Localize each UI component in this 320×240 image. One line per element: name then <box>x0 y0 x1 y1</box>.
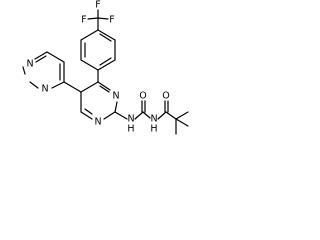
bond-core-to-nh <box>114 111 128 120</box>
atom-labels: F F F N N N N N H N H O O <box>26 0 169 135</box>
fluorine-top-label: F <box>95 0 100 11</box>
bond-carbonyl-to-nh <box>142 111 151 119</box>
bond-phenyl-6 <box>80 29 99 41</box>
bond-core-1 <box>97 81 111 91</box>
urea-nh-left-h-label: H <box>127 124 134 135</box>
bond-pyr-double-b <box>35 55 47 63</box>
bond-nh-to-amide-c <box>157 111 167 120</box>
urea-nh-right-n-label: N <box>150 114 157 125</box>
bond-pyr-4 <box>22 66 26 75</box>
bond-phenyl-double-a <box>99 33 112 42</box>
pyrimidinyl-nitrogen-top-label: N <box>26 59 33 70</box>
fluorine-left-label: F <box>81 15 86 26</box>
bond-core-double-b <box>84 108 93 115</box>
bond-core-3 <box>103 111 116 120</box>
urea-oxygen-label: O <box>139 91 146 102</box>
bond-tbu-methyl-2 <box>175 118 189 127</box>
bond-amide-to-tbu <box>165 111 177 120</box>
fluorine-right-label: F <box>109 15 114 26</box>
bond-core-double-a <box>99 85 110 93</box>
core-nitrogen-right-label: N <box>112 91 119 102</box>
bond-pyr-5 <box>29 81 39 89</box>
urea-nh-left-n-label: N <box>127 114 134 125</box>
bond-nh-to-carbonyl <box>134 111 144 120</box>
bond-cf3-f-right <box>97 17 109 20</box>
bonds <box>22 9 189 135</box>
bond-core-to-pyrimidinyl <box>63 81 82 93</box>
bond-cf3-f-left <box>87 17 99 20</box>
bond-core-2 <box>114 101 118 113</box>
bond-pyr-6 <box>51 81 65 89</box>
bond-phenyl-1 <box>97 29 116 41</box>
bond-phenyl-3 <box>97 59 116 71</box>
pyrimidinyl-nitrogen-bottom-label: N <box>41 84 48 95</box>
amide-oxygen-label: O <box>162 91 169 102</box>
chemical-structure-diagram: F F F N N N N N H N H O O <box>22 0 189 135</box>
bond-core-6 <box>80 81 99 93</box>
bond-pyr-3 <box>34 51 48 60</box>
bond-phenyl-double-b <box>99 57 112 66</box>
urea-nh-right-h-label: H <box>150 124 157 135</box>
bond-pyr-2 <box>46 51 65 63</box>
bond-phenyl-4 <box>80 59 99 71</box>
bond-core-4 <box>80 111 93 120</box>
bond-tbu-methyl-1 <box>175 111 189 120</box>
core-nitrogen-bottom-label: N <box>94 117 101 128</box>
